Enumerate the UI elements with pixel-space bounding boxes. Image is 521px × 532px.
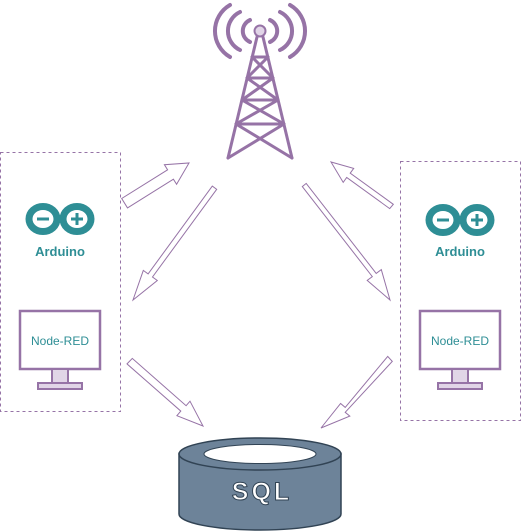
arrow-left-to-db: [126, 357, 205, 427]
left-arduino-label: Arduino: [35, 244, 85, 259]
arduino-logo-icon: [425, 204, 495, 236]
arrows: [121, 161, 395, 429]
left-node-border: [0, 152, 121, 412]
arrow-right-to-db: [320, 355, 393, 429]
sql-label: SQL: [232, 478, 292, 506]
database-cylinder-icon: [178, 437, 342, 531]
arduino-logo-icon: [25, 203, 95, 235]
right-node-border: [400, 161, 521, 421]
right-node-container: Arduino Node-RED: [400, 161, 521, 421]
arrow-tower-to-right: [301, 182, 391, 302]
arrow-left-to-tower: [121, 162, 190, 209]
radio-tower-icon: [212, 3, 308, 160]
right-arduino-label: Arduino: [435, 244, 485, 259]
left-node-container: Arduino Node-RED: [0, 152, 121, 412]
monitor-icon: [18, 309, 102, 390]
arrow-tower-to-left: [131, 185, 218, 302]
monitor-icon: [418, 309, 502, 390]
right-node-red-label: Node-RED: [431, 334, 489, 348]
left-node-red-label: Node-RED: [31, 334, 89, 348]
arrow-right-to-tower: [329, 161, 395, 210]
